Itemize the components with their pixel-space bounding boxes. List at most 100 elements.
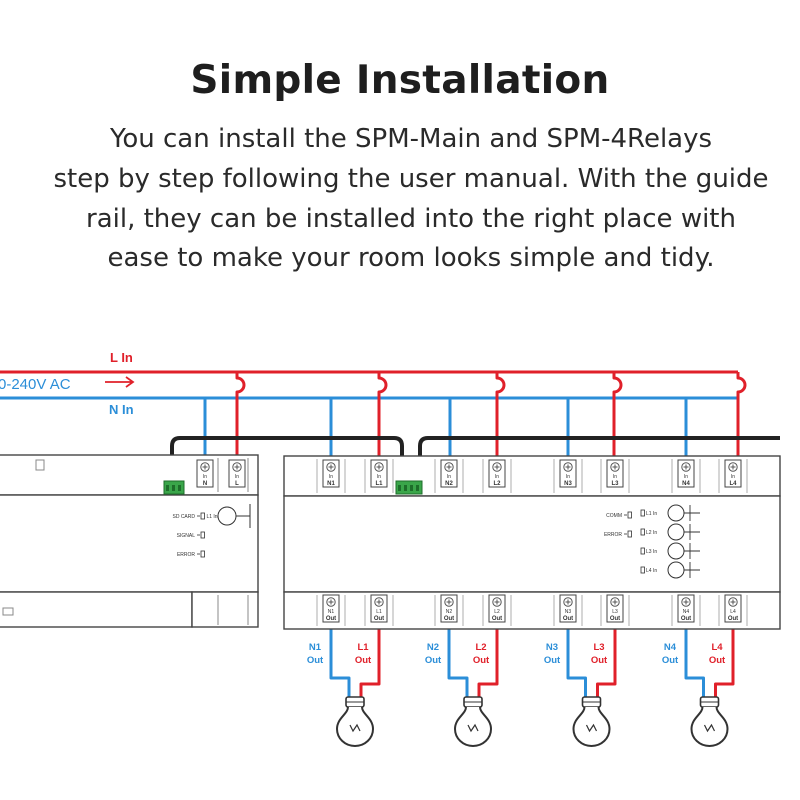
- main-unit-indicator-icon: [35, 459, 45, 471]
- terminal-bottom-label: Out: [444, 616, 454, 622]
- neutral-in-label: N In: [109, 402, 134, 417]
- description-line-4: ease to make your room looks simple and …: [107, 243, 715, 273]
- relay-label: L3 In: [646, 549, 657, 555]
- connector-pin: [178, 485, 181, 491]
- live-output-label: L4: [711, 642, 723, 653]
- neutral-output-sublabel: Out: [307, 655, 324, 666]
- terminal-bottom-label: L1: [375, 481, 383, 487]
- terminal-bottom-label: N4: [682, 481, 690, 487]
- description-line-1: You can install the SPM-Main and SPM-4Re…: [109, 124, 713, 154]
- terminal-top-label: In: [203, 474, 207, 480]
- page-title: Simple Installation: [190, 58, 610, 103]
- terminal-top-label: In: [495, 474, 499, 480]
- supply-voltage-label: 0-240V AC: [0, 376, 71, 393]
- screw-slot-icon: [446, 464, 452, 470]
- relay-led-icon: [640, 509, 645, 517]
- neutral-output-wire-2: [447, 622, 469, 697]
- main-bus-connector: [163, 480, 185, 495]
- main-indicator-label: SD CARD: [172, 514, 195, 520]
- live-output-sublabel: Out: [355, 655, 372, 666]
- live-output-sublabel: Out: [709, 655, 726, 666]
- screw-slot-icon: [730, 599, 736, 605]
- bulb-glass: [335, 706, 375, 747]
- connector-pin: [172, 485, 175, 491]
- terminal-top-label: In: [447, 474, 451, 480]
- neutral-output-label: N1: [309, 642, 322, 653]
- terminal-top-label: In: [731, 474, 735, 480]
- terminal-top-label: In: [684, 474, 688, 480]
- relay-bus-connector: [395, 480, 423, 495]
- relay-button-icon: [667, 561, 685, 579]
- screw-slot-icon: [683, 599, 689, 605]
- relay-indicator-label: ERROR: [604, 532, 622, 538]
- led-icon: [627, 530, 632, 538]
- relay-button-icon: [667, 542, 685, 560]
- connector-pin: [166, 485, 169, 491]
- terminal-bottom-label: Out: [563, 616, 573, 622]
- relay-button-bracket: [684, 562, 700, 578]
- connector-pin: [410, 485, 413, 491]
- bulb-filament: [703, 723, 716, 733]
- terminal-top-label: L1: [376, 609, 382, 615]
- screw-slot-icon: [328, 464, 334, 470]
- screw-slot-icon: [202, 464, 208, 470]
- terminal-top-label: In: [613, 474, 617, 480]
- relay-unit-body: [283, 495, 781, 593]
- main-unit-body: [0, 494, 259, 593]
- relay-button-bracket: [684, 543, 700, 559]
- screw-slot-icon: [446, 599, 452, 605]
- neutral-output-label: N2: [427, 642, 439, 653]
- live-in-label: L In: [110, 350, 133, 365]
- terminal-top-label: N4: [683, 609, 690, 615]
- connector-pin: [416, 485, 419, 491]
- terminal-top-label: N2: [446, 609, 453, 615]
- live-output-sublabel: Out: [591, 655, 608, 666]
- neutral-output-sublabel: Out: [425, 655, 442, 666]
- live-output-wire-4: [714, 622, 735, 697]
- terminal-top-label: N3: [565, 609, 572, 615]
- screw-slot-icon: [376, 464, 382, 470]
- supply-arrow-icon: [105, 376, 135, 388]
- description-line-2: step by step following the user manual. …: [53, 164, 769, 194]
- live-output-wire-1: [359, 622, 381, 697]
- diagram-labels: L In N In 0-240V AC: [0, 350, 134, 417]
- bulb-glass: [453, 706, 493, 747]
- main-terminal-l: InL: [228, 459, 246, 488]
- live-drop-wire-1: [235, 372, 246, 458]
- terminal-bottom-label: N2: [445, 481, 453, 487]
- screw-slot-icon: [565, 599, 571, 605]
- connector-pin: [404, 485, 407, 491]
- terminal-bottom-label: Out: [728, 616, 738, 622]
- relay-led-icon: [640, 528, 645, 536]
- live-drop-wire-5: [736, 372, 747, 458]
- terminal-bottom-label: Out: [492, 616, 502, 622]
- bulb-glass: [690, 706, 729, 747]
- bulb-filament: [585, 723, 598, 733]
- main-indicator-label: ERROR: [177, 552, 195, 558]
- relay-button-icon: [667, 523, 685, 541]
- screw-slot-icon: [234, 464, 240, 470]
- main-button-icon: [217, 506, 237, 526]
- terminal-top-label: L2: [494, 609, 500, 615]
- lamps: [335, 696, 729, 747]
- led-icon: [200, 531, 205, 539]
- relay-label: L4 In: [646, 568, 657, 574]
- screw-slot-icon: [328, 599, 334, 605]
- terminal-bottom-label: N: [203, 481, 207, 487]
- main-button-bracket: [236, 504, 251, 528]
- relay-label: L1 In: [646, 511, 657, 517]
- live-output-label: L3: [593, 642, 604, 653]
- screw-slot-icon: [376, 599, 382, 605]
- light-bulb-icon: [453, 696, 493, 747]
- terminal-bottom-label: N3: [564, 481, 572, 487]
- relay-led-icon: [640, 566, 645, 574]
